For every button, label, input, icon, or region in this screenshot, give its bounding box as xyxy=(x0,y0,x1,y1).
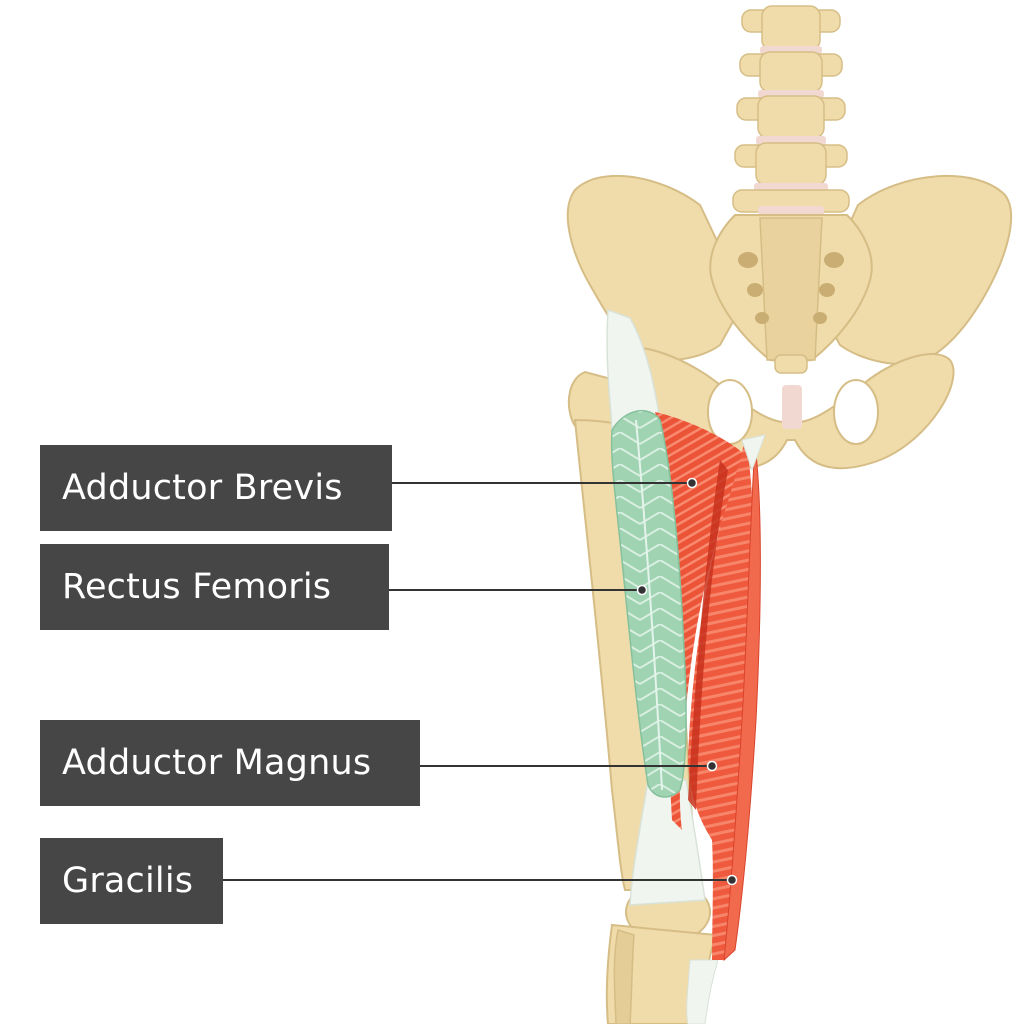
pubic-symphysis xyxy=(782,385,802,429)
label-gracilis: Gracilis xyxy=(40,838,223,924)
rectus-femoris-raphe xyxy=(635,419,663,791)
vertebra xyxy=(761,5,821,51)
pointer-dot-adductor-magnus xyxy=(706,760,718,772)
tendons xyxy=(606,308,719,1024)
gracilis-muscle xyxy=(723,444,761,962)
vertebra xyxy=(759,51,823,93)
sacral-foramen xyxy=(755,312,769,324)
rectus-femoris-belly xyxy=(610,410,687,798)
lumbar-spine xyxy=(732,5,850,216)
right-iliac-wing xyxy=(813,174,1013,366)
lower-leg-tendon xyxy=(686,959,719,1024)
label-adductor-brevis: Adductor Brevis xyxy=(40,445,392,531)
sacrum-body xyxy=(759,217,823,361)
sacral-foramen xyxy=(813,312,827,324)
left-obturator-foramen xyxy=(707,379,753,445)
sacral-foramen xyxy=(747,283,763,297)
rectus-femoris-lower-tendon xyxy=(629,779,706,906)
pointer-dot-rectus-femoris xyxy=(636,584,648,596)
adductor-longus-fold xyxy=(688,460,728,810)
pointer-dot-gracilis xyxy=(726,874,738,886)
pubic-tendon-origin xyxy=(741,434,766,472)
sacral-foramen xyxy=(819,283,835,297)
sacral-foramen xyxy=(738,252,758,268)
fibula xyxy=(613,929,635,1024)
leader-lines xyxy=(223,477,738,886)
sacral-foramen xyxy=(824,252,844,268)
label-rectus-femoris: Rectus Femoris xyxy=(40,544,389,630)
rectus-femoris-muscle xyxy=(610,410,687,798)
pointer-dot-adductor-brevis xyxy=(686,477,698,489)
intervertebral-disc xyxy=(758,206,824,216)
vertebra xyxy=(757,95,825,139)
coccyx xyxy=(774,354,808,374)
right-obturator-foramen xyxy=(833,379,879,445)
label-adductor-magnus: Adductor Magnus xyxy=(40,720,420,806)
vertebra xyxy=(755,142,827,186)
